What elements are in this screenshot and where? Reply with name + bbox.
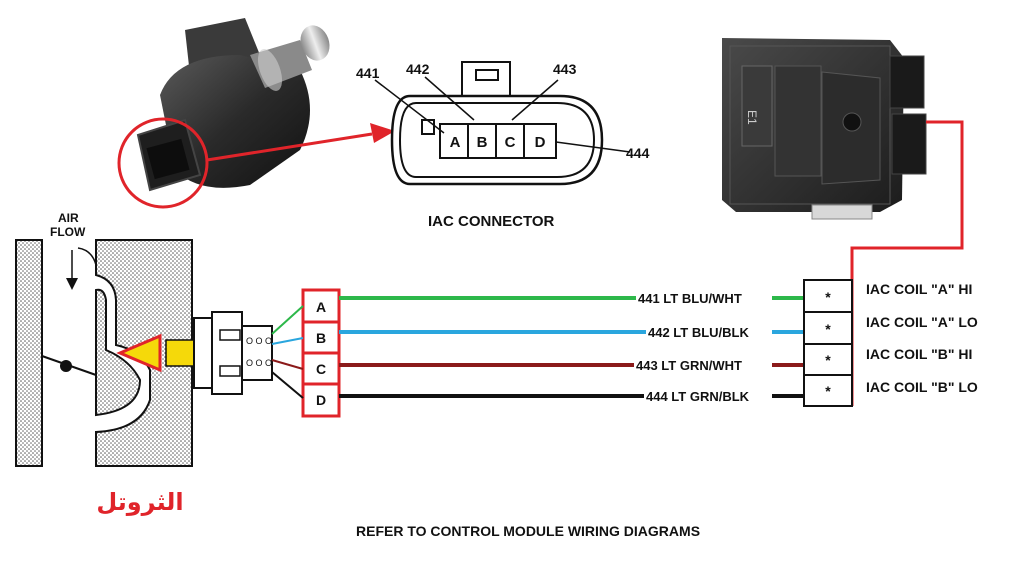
iac-connector-drawing (390, 61, 604, 186)
circuit-number-441: 441 (356, 65, 380, 81)
terminal-d: D (316, 392, 326, 408)
connector-pin-d: D (535, 134, 546, 151)
svg-text:O O O: O O O (246, 336, 272, 346)
coil-label-b-hi: IAC COIL "B" HI (866, 346, 972, 362)
coil-labels: IAC COIL "A" HI IAC COIL "A" LO IAC COIL… (866, 281, 978, 395)
terminal-b: B (316, 330, 326, 346)
throttle-label: الثروتل (96, 488, 183, 516)
wire-label-442: 442 LT BLU/BLK (648, 325, 749, 340)
wire-runs (339, 296, 804, 398)
wire-label-441: 441 LT BLU/WHT (638, 291, 742, 306)
terminal-c: C (316, 361, 326, 377)
airflow-label-1: AIR (58, 211, 79, 225)
connector-pin-b: B (477, 134, 488, 151)
terminal-a: A (316, 299, 326, 315)
airflow-label-2: FLOW (50, 225, 86, 239)
ecm-pin-3: * (825, 352, 831, 368)
iac-valve-photo (136, 18, 330, 192)
footer-note: REFER TO CONTROL MODULE WIRING DIAGRAMS (356, 523, 700, 539)
throttle-body-section: O O O O O O (15, 239, 273, 467)
wire-label-444: 444 LT GRN/BLK (646, 389, 750, 404)
wire-label-443: 443 LT GRN/WHT (636, 358, 742, 373)
ecm-pin-2: * (825, 321, 831, 337)
pointer-arrow (206, 123, 395, 162)
terminal-block (301, 288, 341, 418)
iac-connector-title: IAC CONNECTOR (428, 213, 555, 230)
connector-pin-a: A (450, 134, 461, 151)
circuit-number-444: 444 (626, 145, 650, 161)
connector-pin-c: C (505, 134, 516, 151)
circuit-number-442: 442 (406, 61, 430, 77)
ecm-pin-4: * (825, 383, 831, 399)
svg-text:O O O: O O O (246, 358, 272, 368)
circuit-leaders (374, 76, 631, 153)
coil-label-a-hi: IAC COIL "A" HI (866, 281, 972, 297)
circuit-numbers: 441 442 443 444 (356, 61, 650, 161)
connector-pin-letters: A B C D (450, 134, 546, 151)
coil-label-b-lo: IAC COIL "B" LO (866, 379, 978, 395)
coil-label-a-lo: IAC COIL "A" LO (866, 314, 978, 330)
circuit-number-443: 443 (553, 61, 577, 77)
ecm-pin-1: * (825, 289, 831, 305)
ecm-pin-block (803, 279, 853, 407)
connector-highlight-circle (117, 117, 209, 209)
wire-labels: 441 LT BLU/WHT 442 LT BLU/BLK 443 LT GRN… (636, 291, 750, 404)
terminal-letters: A B C D (316, 299, 326, 408)
ecm-label: E1 (745, 110, 759, 125)
ecm-photo: E1 (722, 38, 927, 220)
harness-to-terminals (271, 305, 304, 399)
ecm-pin-marks: * * * * (825, 289, 831, 399)
